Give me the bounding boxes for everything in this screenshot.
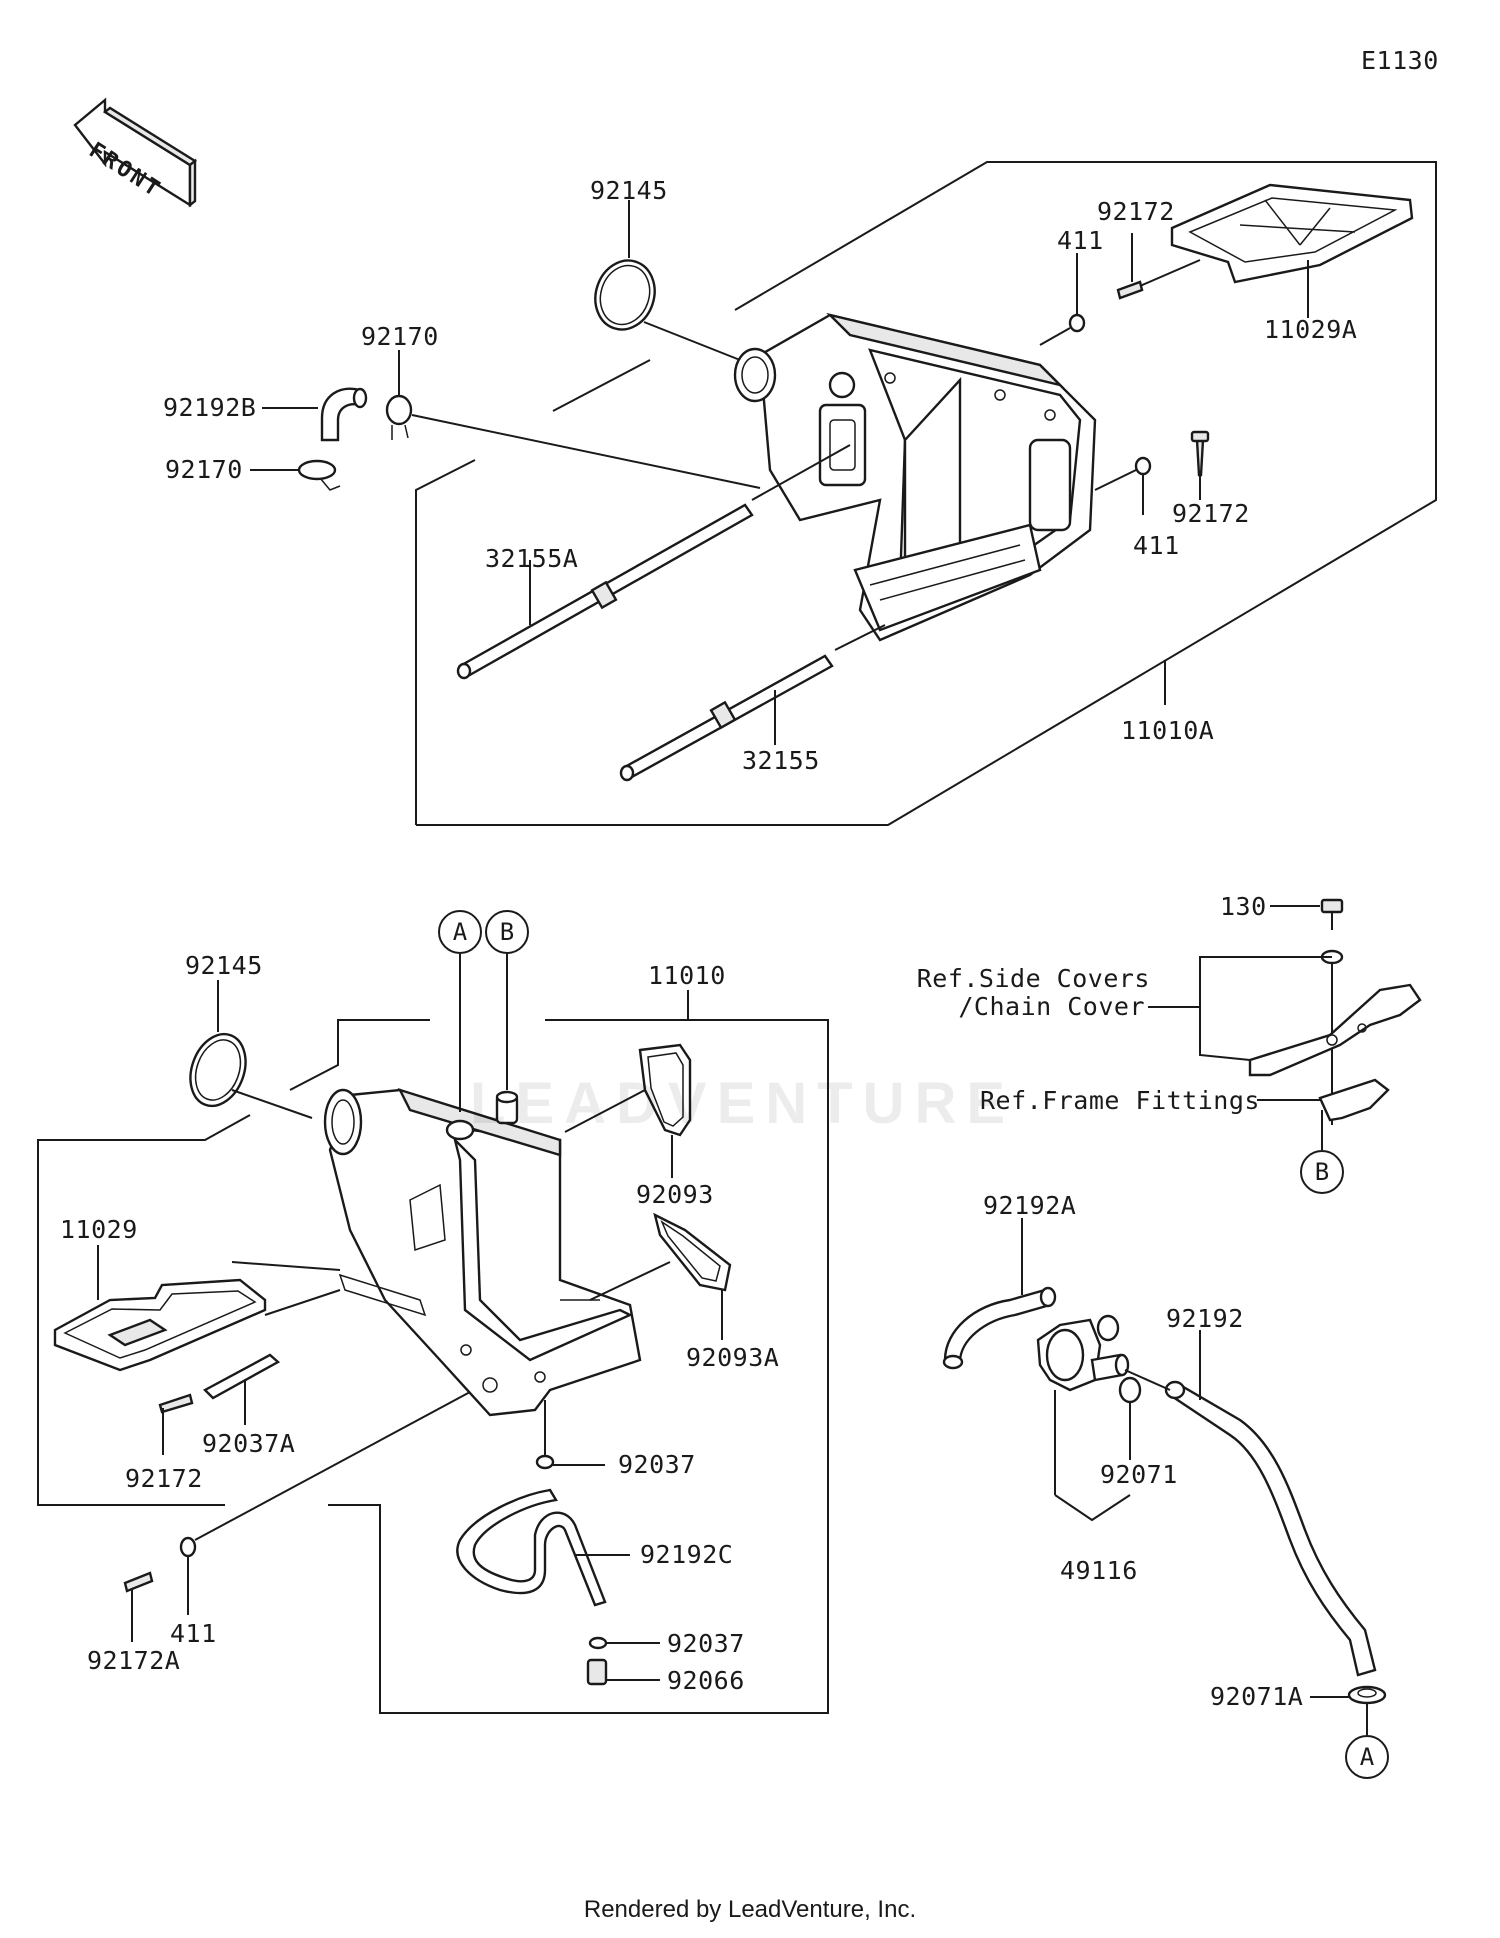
callout-b-frame: B — [1314, 1158, 1330, 1186]
label-92093: 92093 — [636, 1180, 714, 1209]
watermark: LEADVENTURE — [470, 1071, 1016, 1136]
drain-tube-32155 — [619, 624, 886, 782]
label-ref-chain-cover: /Chain Cover — [958, 992, 1145, 1021]
o-ring-92145-upper — [594, 200, 741, 361]
label-32155A: 32155A — [485, 544, 579, 573]
washer-411-lower — [179, 1391, 471, 1615]
screw-92172-right — [1190, 430, 1210, 500]
side-cover-bracket-leaders — [1148, 956, 1332, 1101]
label-92192C: 92192C — [640, 1540, 734, 1569]
label-411-right: 411 — [1133, 531, 1180, 560]
label-92172-right: 92172 — [1172, 499, 1250, 528]
grommet-92071A — [1310, 1685, 1387, 1735]
label-130: 130 — [1220, 892, 1267, 921]
label-92172-top: 92172 — [1097, 197, 1175, 226]
frame-fitting — [1318, 1078, 1390, 1150]
clamp-92037-lower — [588, 1636, 660, 1650]
label-92071A: 92071A — [1210, 1682, 1304, 1711]
callout-b-frame-circle — [1300, 1150, 1344, 1194]
screw-92172A — [123, 1571, 154, 1642]
label-92066: 92066 — [667, 1666, 745, 1695]
leader-49116 — [1054, 1494, 1131, 1522]
label-92170-bottom: 92170 — [165, 455, 243, 484]
callout-a-valve-circle — [1345, 1735, 1389, 1779]
washer-411-upper — [1039, 253, 1086, 346]
washer-411-right — [1094, 456, 1152, 515]
hose-92192B — [262, 387, 368, 442]
label-11010: 11010 — [648, 961, 726, 990]
valve-49116 — [1036, 1314, 1130, 1495]
screw-92172-upper — [1116, 233, 1201, 300]
label-ref-frame-fittings: Ref.Frame Fittings — [980, 1086, 1260, 1115]
page-code: E1130 — [1361, 46, 1439, 75]
label-92093A: 92093A — [686, 1343, 780, 1372]
lower-assembly-frame — [37, 1019, 829, 1714]
label-92037A: 92037A — [202, 1429, 296, 1458]
label-92037-upper: 92037 — [618, 1450, 696, 1479]
label-11010A: 11010A — [1121, 716, 1215, 745]
air-box-housing-lower — [323, 1088, 642, 1417]
callout-b: B — [499, 918, 515, 946]
callout-b-circle — [485, 910, 529, 954]
drain-tube-32155A — [456, 444, 851, 680]
label-411-lower: 411 — [170, 1619, 217, 1648]
filter-element-11029A — [1170, 183, 1414, 318]
callout-a: A — [452, 918, 468, 946]
bolt-130 — [1270, 898, 1344, 930]
side-cover-bracket — [1248, 983, 1422, 1077]
air-box-housing-upper — [733, 312, 1097, 642]
upper-assembly-frame — [415, 161, 1437, 826]
screw-92172-lower — [158, 1393, 194, 1455]
strap-92037A — [203, 1353, 281, 1425]
label-92192A: 92192A — [983, 1191, 1077, 1220]
callout-a-valve: A — [1359, 1743, 1375, 1771]
o-ring-92145-lower — [189, 980, 313, 1119]
grommet-92071 — [1118, 1376, 1142, 1460]
label-92071: 92071 — [1100, 1460, 1178, 1489]
clamp-92170-top — [385, 350, 761, 489]
label-92172-lower: 92172 — [125, 1464, 203, 1493]
callout-a-circle — [438, 910, 482, 954]
filter-element-11029 — [53, 1245, 341, 1372]
label-92192B: 92192B — [163, 393, 257, 422]
label-92145-lower: 92145 — [185, 951, 263, 980]
front-arrow-icon — [73, 97, 198, 208]
clamp-92037-upper — [535, 1400, 605, 1470]
label-11029: 11029 — [60, 1215, 138, 1244]
label-92170-top: 92170 — [361, 322, 439, 351]
hose-92192A — [942, 1218, 1057, 1370]
seal-92093A — [589, 1212, 732, 1340]
label-ref-side-covers: Ref.Side Covers — [916, 964, 1150, 993]
footer-credit: Rendered by LeadVenture, Inc. — [583, 1896, 917, 1923]
label-11029A: 11029A — [1264, 315, 1358, 344]
seal-92093 — [564, 1043, 692, 1178]
plug-92066 — [586, 1658, 660, 1686]
tube-92192C — [456, 1488, 630, 1607]
clamp-92170-bottom — [250, 459, 341, 491]
hose-92192 — [1124, 1330, 1377, 1677]
label-49116: 49116 — [1060, 1556, 1138, 1585]
label-92145-upper: 92145 — [590, 176, 668, 205]
label-92037-lower: 92037 — [667, 1629, 745, 1658]
label-32155: 32155 — [742, 746, 820, 775]
label-411-top: 411 — [1057, 226, 1104, 255]
label-92172A: 92172A — [87, 1646, 181, 1675]
label-92192: 92192 — [1166, 1304, 1244, 1333]
